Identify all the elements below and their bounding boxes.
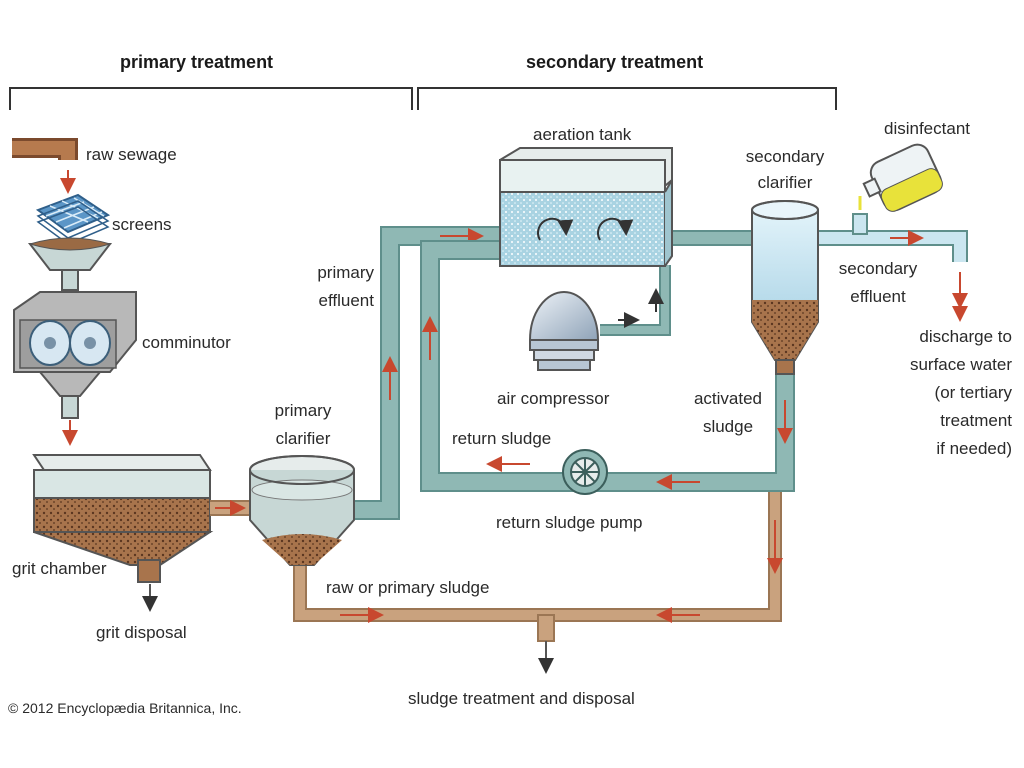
raw-sewage-pipe: [12, 138, 78, 194]
disinfectant-jug: [858, 143, 943, 212]
secondary-effluent-label-line1: secondary: [838, 259, 918, 278]
aeration-tank-label: aeration tank: [533, 125, 632, 144]
screens-label: screens: [112, 215, 172, 234]
secondary-clarifier: [751, 200, 819, 375]
secondary-effluent-label-line2: effluent: [850, 287, 906, 306]
screens: [27, 193, 113, 291]
activated-sludge-label-line1: activated: [693, 389, 763, 408]
air-line: [600, 265, 671, 336]
aeration-tank: [499, 147, 673, 267]
comminutor-label: comminutor: [142, 333, 231, 352]
copyright-notice: © 2012 Encyclopædia Britannica, Inc.: [8, 700, 242, 716]
secondary-treatment-header: secondary treatment: [526, 52, 704, 72]
discharge-label-line2: surface water: [909, 355, 1012, 374]
secondary-clarifier-label-line1: secondary: [745, 147, 825, 166]
air-compressor: [528, 291, 600, 371]
grit-chamber: [32, 454, 250, 612]
grit-disposal-label: grit disposal: [96, 623, 187, 642]
raw-sewage-label: raw sewage: [86, 145, 177, 164]
discharge-label-line3: (or tertiary: [934, 383, 1012, 402]
return-sludge-pump-label: return sludge pump: [496, 513, 643, 532]
sludge-line: [293, 480, 783, 674]
disinfectant-label: disinfectant: [884, 119, 970, 138]
discharge-label-line1: discharge to: [919, 327, 1012, 346]
primary-effluent-label-line2: effluent: [318, 291, 374, 310]
activated-sludge-label-line2: sludge: [702, 417, 754, 436]
return-sludge-pump: [562, 449, 608, 495]
discharge-label-line4: treatment: [940, 411, 1012, 430]
grit-chamber-label: grit chamber: [12, 559, 107, 578]
return-sludge-label: return sludge: [452, 429, 552, 448]
primary-effluent-label-line1: primary: [317, 263, 374, 282]
secondary-clarifier-label-line2: clarifier: [757, 173, 813, 192]
comminutor: [13, 291, 137, 446]
primary-clarifier: [249, 455, 355, 566]
sludge-treatment-label: sludge treatment and disposal: [408, 689, 635, 708]
primary-effluent-pipe: [350, 226, 500, 520]
primary-clarifier-label-line1: primary: [274, 401, 332, 420]
primary-treatment-header: primary treatment: [120, 52, 274, 72]
primary-treatment-bracket: [9, 87, 413, 110]
discharge-label-line5: if needed): [936, 439, 1012, 458]
raw-primary-sludge-label: raw or primary sludge: [326, 578, 490, 597]
air-compressor-label: air compressor: [497, 389, 610, 408]
secondary-effluent-pipe: [815, 213, 968, 309]
secondary-treatment-bracket: [417, 87, 837, 110]
return-sludge-pipe: [420, 240, 795, 492]
primary-clarifier-label-line2: clarifier: [275, 429, 331, 448]
